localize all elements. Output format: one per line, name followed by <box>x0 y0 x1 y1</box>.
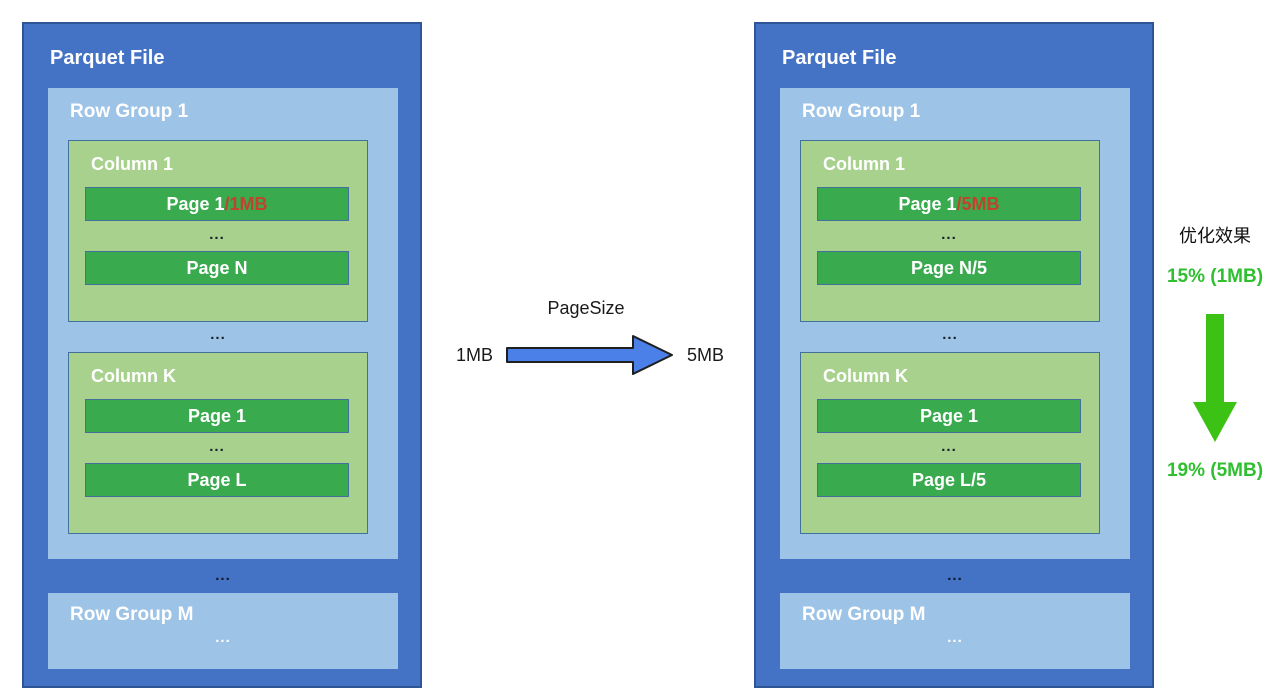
page-size-suffix: /1MB <box>224 193 268 214</box>
ellipsis: ... <box>941 438 957 455</box>
size-to-label: 5MB <box>687 344 725 365</box>
column-1-box: Column 1 Page 1/1MB ... Page N <box>68 140 368 322</box>
parquet-file-panel-before: Parquet File Row Group 1 Column 1 Page 1… <box>22 22 422 688</box>
ellipsis: ... <box>209 226 225 243</box>
ellipsis: ... <box>209 438 225 455</box>
row-group-label: Row Group M <box>70 604 194 625</box>
pagesize-label: PageSize <box>547 298 625 318</box>
page-box: Page 1/1MB <box>85 187 349 221</box>
page-box: Page N <box>85 251 349 285</box>
ellipsis: ... <box>941 226 957 243</box>
column-label: Column 1 <box>823 154 906 174</box>
panel-title: Parquet File <box>782 47 897 69</box>
page-label: Page 1 <box>898 193 957 214</box>
ellipsis: ... <box>215 629 231 646</box>
page-label: Page N/5 <box>910 257 988 278</box>
ellipsis: ... <box>210 326 226 343</box>
ellipsis: ... <box>947 567 963 584</box>
row-group-label: Row Group M <box>802 604 926 625</box>
row-group-label: Row Group 1 <box>802 101 921 122</box>
column-k-box: Column K Page 1 ... Page L <box>68 352 368 534</box>
pagesize-transition: PageSize 1MB 5MB <box>432 298 748 377</box>
page-label: Page L/5 <box>911 469 987 490</box>
page-box: Page 1 <box>817 399 1081 433</box>
column-1-box: Column 1 Page 1/5MB ... Page N/5 <box>800 140 1100 322</box>
optimization-title: 优化效果 <box>1179 226 1251 246</box>
column-label: Column K <box>91 366 176 386</box>
ellipsis: ... <box>942 326 958 343</box>
down-arrow-icon <box>1193 314 1237 442</box>
page-box: Page 1 <box>85 399 349 433</box>
ellipsis: ... <box>215 567 231 584</box>
row-group-1: Row Group 1 Column 1 Page 1/1MB ... Page… <box>48 88 398 559</box>
page-label: Page 1 <box>187 405 247 426</box>
page-box: Page N/5 <box>817 251 1081 285</box>
optimization-before-value: 15% (1MB) <box>1166 266 1264 287</box>
row-group-1: Row Group 1 Column 1 Page 1/5MB ... Page… <box>780 88 1130 559</box>
size-from-label: 1MB <box>455 344 493 365</box>
page-box: Page 1/5MB <box>817 187 1081 221</box>
page-label: Page 1 <box>166 193 225 214</box>
page-label: Page 1 <box>919 405 979 426</box>
right-arrow-icon <box>506 335 673 375</box>
column-label: Column 1 <box>91 154 174 174</box>
optimization-result-panel: 优化效果 15% (1MB) 19% (5MB) <box>1150 222 1280 482</box>
column-label: Column K <box>823 366 908 386</box>
page-size-suffix: /5MB <box>956 193 1000 214</box>
column-k-box: Column K Page 1 ... Page L/5 <box>800 352 1100 534</box>
page-box: Page L/5 <box>817 463 1081 497</box>
page-box: Page L <box>85 463 349 497</box>
row-group-m: Row Group M ... <box>780 593 1130 669</box>
page-label: Page N <box>186 257 248 278</box>
panel-title: Parquet File <box>50 47 165 69</box>
row-group-label: Row Group 1 <box>70 101 189 122</box>
page-label: Page L <box>187 469 247 490</box>
optimization-after-value: 19% (5MB) <box>1166 460 1264 481</box>
row-group-m: Row Group M ... <box>48 593 398 669</box>
ellipsis: ... <box>947 629 963 646</box>
parquet-file-panel-after: Parquet File Row Group 1 Column 1 Page 1… <box>754 22 1154 688</box>
